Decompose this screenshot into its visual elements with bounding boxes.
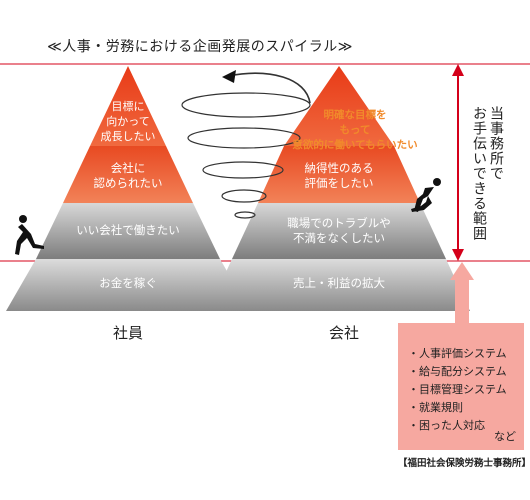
right-level-2-label: 納得性のある評価をしたい xyxy=(304,161,374,190)
scope-arrow-icon xyxy=(452,64,464,261)
service-item: ・就業規則 xyxy=(408,401,463,414)
climber-right-icon xyxy=(411,178,441,212)
diagram-title: ≪人事・労務における企画発展のスパイラル≫ xyxy=(47,39,353,55)
left-level-base xyxy=(6,259,250,311)
scope-caption-line: 当事務所で xyxy=(488,106,504,181)
left-level-3 xyxy=(36,203,220,259)
goal-annotation-line: 明確な目標を xyxy=(323,109,387,121)
left-level-2-label: 会社に認められたい xyxy=(93,161,163,190)
left-pyramid-label: 社員 xyxy=(112,324,143,342)
office-name: 【福田社会保険労務士事務所】 xyxy=(398,458,530,469)
scope-caption: 当事務所で お手伝いできる範囲 xyxy=(470,106,504,241)
goal-annotation-line: もって xyxy=(339,124,371,136)
spiral-arrow-head-icon xyxy=(222,70,236,83)
services-box: ・人事評価システム ・給与配分システム ・目標管理システム ・就業規則 ・困った… xyxy=(398,323,524,450)
service-item: ・困った人対応 xyxy=(408,419,485,432)
services-list: ・人事評価システム ・給与配分システム ・目標管理システム ・就業規則 ・困った… xyxy=(408,345,516,435)
spiral-icon xyxy=(181,72,311,219)
goal-annotation-line: 意欲的に働いてもらいたい xyxy=(292,139,418,151)
climber-left-icon xyxy=(15,215,44,255)
right-pyramid-label: 会社 xyxy=(328,324,359,342)
services-etc: など xyxy=(494,430,516,443)
left-level-top-label: 目標に向かって成長したい xyxy=(100,100,156,143)
right-level-base xyxy=(208,259,470,311)
left-pyramid xyxy=(6,66,250,311)
goal-annotation: 明確な目標を もって 意欲的に働いてもらいたい xyxy=(265,108,445,153)
service-item: ・給与配分システム xyxy=(408,365,507,378)
right-pyramid xyxy=(208,66,470,311)
right-level-3-label: 職場でのトラブルや不満をなくしたい xyxy=(287,216,391,245)
right-level-top xyxy=(284,66,394,146)
left-level-2 xyxy=(63,146,193,203)
service-item: ・目標管理システム xyxy=(408,383,507,396)
right-level-2 xyxy=(258,146,420,203)
right-level-base-label: 売上・利益の拡大 xyxy=(293,276,385,290)
pointer-arrow-icon xyxy=(450,262,474,324)
service-item: ・人事評価システム xyxy=(408,347,507,360)
left-level-top xyxy=(90,66,166,146)
left-level-base-label: お金を稼ぐ xyxy=(99,276,157,290)
left-level-3-label: いい会社で働きたい xyxy=(76,223,180,237)
scope-caption-line: お手伝いできる範囲 xyxy=(471,106,487,241)
right-level-3 xyxy=(232,203,446,259)
